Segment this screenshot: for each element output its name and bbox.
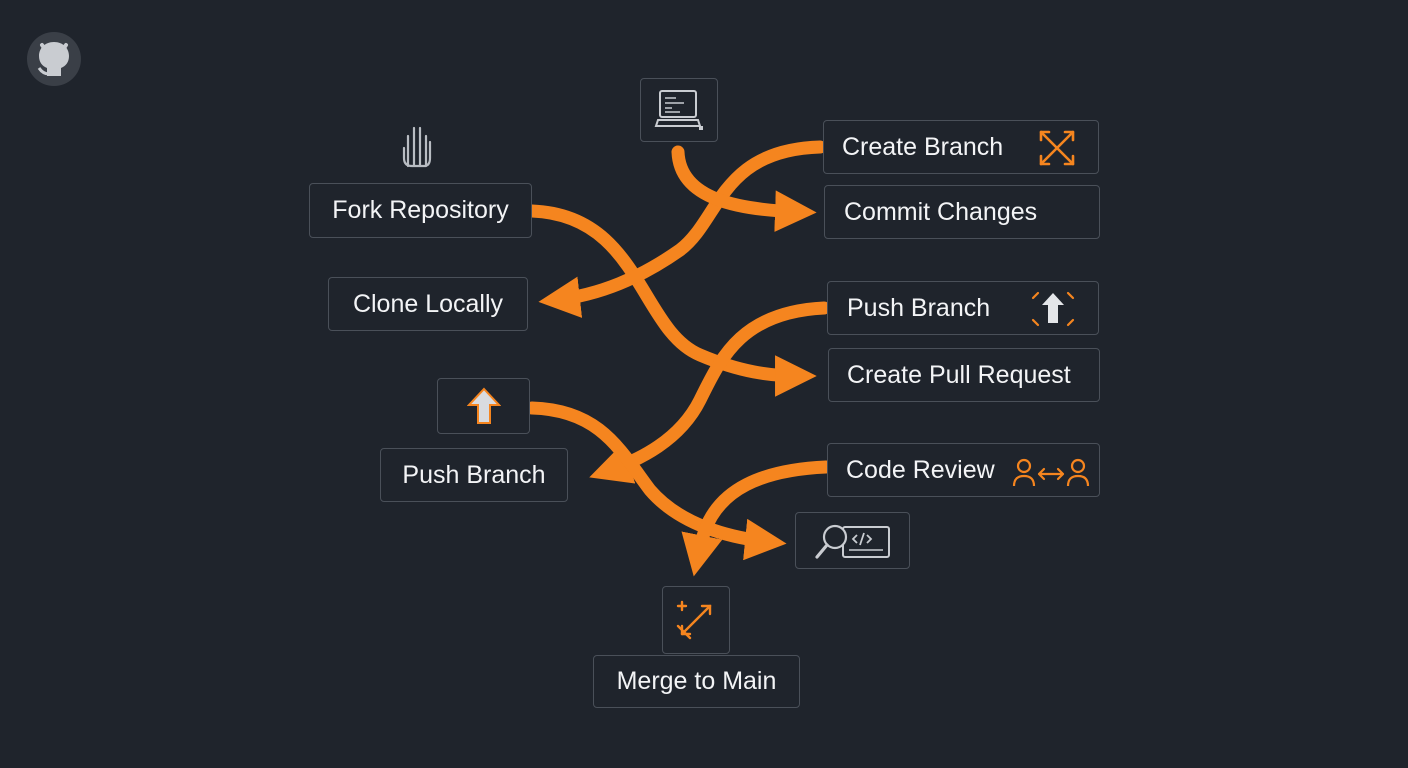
fork-repository-node[interactable]: Fork Repository — [309, 183, 532, 238]
up-arrow-icon — [466, 387, 501, 424]
fork-repository-label: Fork Repository — [332, 196, 509, 224]
arrow-up-to-review-code — [525, 401, 787, 561]
push-branch-right-label: Push Branch — [847, 293, 991, 322]
computer-terminal-icon — [654, 90, 703, 130]
code-review-label: Code Review — [846, 455, 995, 484]
create-pull-request-node[interactable]: Create Pull Request — [828, 348, 1100, 402]
commit-changes-node[interactable]: Commit Changes — [824, 185, 1100, 239]
push-branch-right-node[interactable]: Push Branch — [827, 281, 1099, 335]
push-up-icon-box — [437, 378, 530, 434]
merge-to-main-label: Merge to Main — [616, 667, 777, 695]
arrow-code-review-to-merge — [681, 460, 833, 577]
push-branch-left-node[interactable]: Push Branch — [380, 448, 568, 502]
upload-arrow-icon — [1031, 291, 1075, 327]
arrow-push-right-to-push-left — [589, 301, 831, 484]
commit-changes-label: Commit Changes — [844, 197, 1038, 226]
terminal-icon-box — [640, 78, 718, 142]
reviewers-exchange-icon — [1012, 458, 1090, 487]
create-pull-request-label: Create Pull Request — [847, 360, 1071, 389]
arrow-create-branch-to-clone — [538, 140, 827, 318]
crossed-arrows-icon — [1039, 130, 1075, 166]
review-code-icon-box — [795, 512, 910, 569]
create-branch-label: Create Branch — [842, 132, 1004, 161]
code-review-node[interactable]: Code Review — [827, 443, 1100, 497]
clone-locally-node[interactable]: Clone Locally — [328, 277, 528, 331]
merge-icon-box — [662, 586, 730, 654]
create-branch-node[interactable]: Create Branch — [823, 120, 1099, 174]
hand-icon — [402, 126, 432, 168]
github-logo-icon — [27, 32, 81, 86]
merge-arrows-icon — [676, 600, 712, 640]
arrow-fork-to-pull-request — [525, 204, 817, 397]
merge-to-main-node[interactable]: Merge to Main — [593, 655, 800, 708]
push-branch-left-label: Push Branch — [402, 460, 546, 489]
magnifier-code-icon — [814, 524, 890, 559]
arrow-terminal-to-commit — [671, 145, 817, 232]
clone-locally-label: Clone Locally — [352, 289, 504, 318]
